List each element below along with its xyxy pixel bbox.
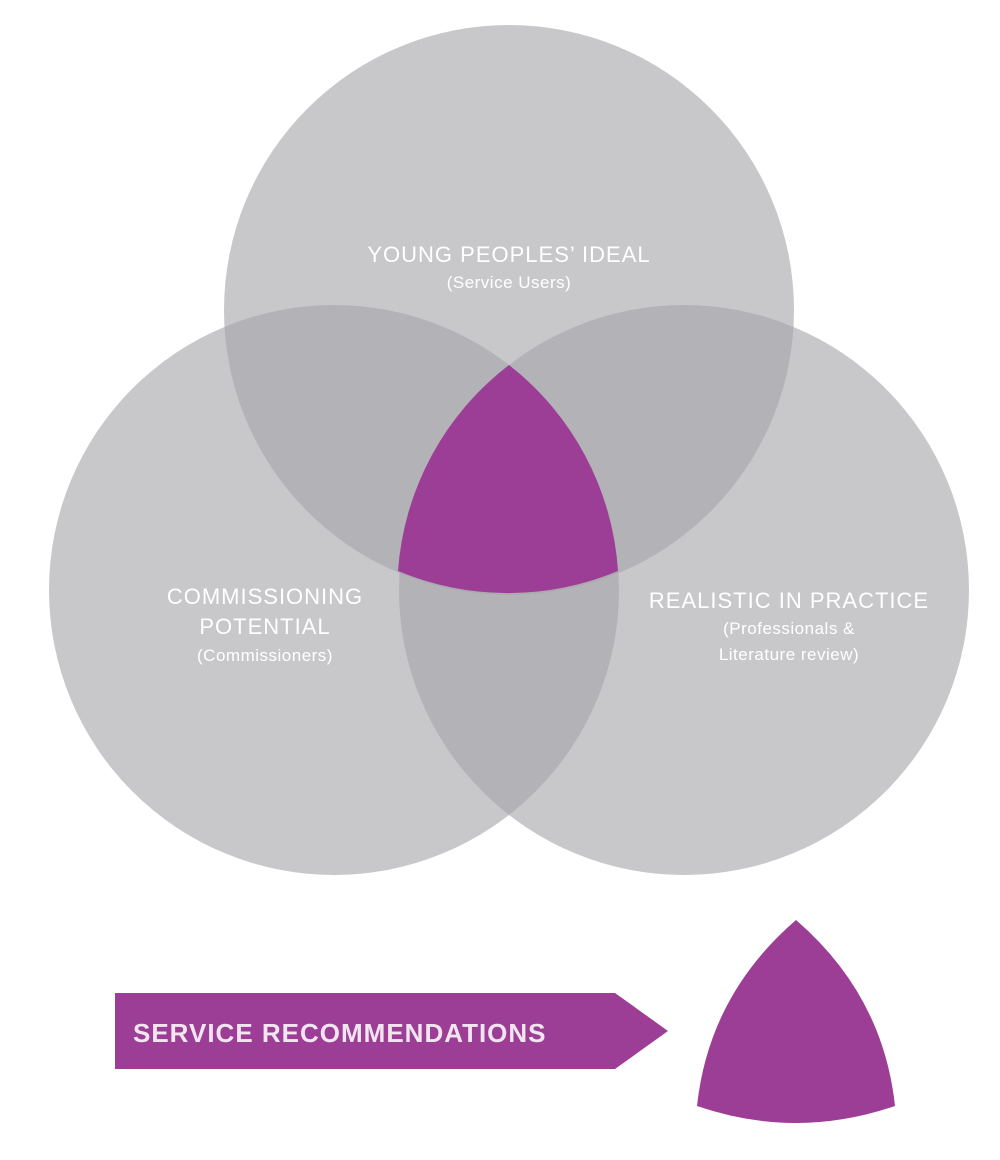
- label-realistic-in-practice: REALISTIC IN PRACTICE (Professionals & L…: [649, 588, 929, 664]
- center-intersection: [398, 365, 618, 594]
- realistic-subtitle-line-1: (Professionals &: [723, 619, 855, 638]
- arrow-shape: [115, 993, 668, 1069]
- realistic-title: REALISTIC IN PRACTICE: [649, 588, 929, 613]
- label-commissioning-potential: COMMISSIONING POTENTIAL (Commissioners): [167, 584, 363, 665]
- young-subtitle: (Service Users): [447, 273, 572, 292]
- commissioning-title-line-2: POTENTIAL: [199, 614, 330, 639]
- commissioning-subtitle: (Commissioners): [197, 646, 333, 665]
- service-recommendations-arrow: SERVICE RECOMMENDATIONS: [115, 993, 668, 1069]
- realistic-subtitle-line-2: Literature review): [719, 645, 859, 664]
- label-young-peoples-ideal: YOUNG PEOPLES’ IDEAL (Service Users): [367, 242, 650, 292]
- commissioning-title-line-1: COMMISSIONING: [167, 584, 363, 609]
- young-title: YOUNG PEOPLES’ IDEAL: [367, 242, 650, 267]
- arrow-label: SERVICE RECOMMENDATIONS: [133, 1018, 547, 1048]
- result-shape: [697, 920, 895, 1123]
